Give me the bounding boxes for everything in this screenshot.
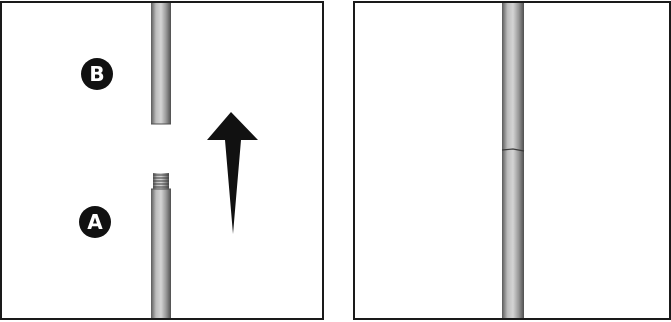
badge-b-label: B [89, 62, 104, 86]
rod-joint [501, 148, 525, 152]
rod-section-a [151, 173, 171, 318]
after-assembly-panel [353, 1, 671, 320]
assembled-rod [501, 3, 525, 318]
badge-a: A [79, 206, 111, 238]
rod-section-b [151, 3, 171, 125]
before-assembly-panel: B A [0, 1, 324, 320]
badge-a-label: A [87, 210, 103, 234]
arrow-up-icon [207, 112, 258, 234]
after-assembly-illustration [501, 3, 525, 318]
badge-b: B [81, 58, 113, 90]
before-assembly-illustration: B A [79, 3, 258, 318]
